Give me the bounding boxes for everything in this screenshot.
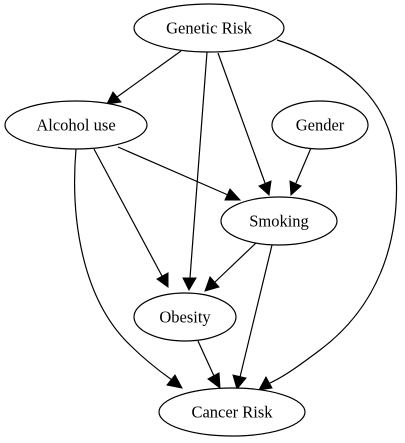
node-label-gender: Gender — [296, 116, 345, 135]
edge-obesity-to-cancer — [197, 340, 221, 390]
edge-genetic-to-cancer — [258, 39, 398, 391]
node-label-obesity: Obesity — [159, 308, 211, 327]
node-genetic-risk: Genetic Risk — [133, 3, 285, 53]
nodes-layer: Genetic Risk Alcohol use Gender Smoking … — [4, 3, 369, 437]
edge-genetic-to-alcohol — [106, 50, 182, 105]
edge-genetic-to-obesity — [182, 51, 208, 292]
edge-alcohol-to-cancer — [74, 148, 183, 389]
edge-alcohol-to-smoking — [117, 146, 242, 201]
edge-genetic-to-smoking — [217, 52, 272, 196]
node-cancer-risk: Cancer Risk — [158, 387, 306, 437]
node-obesity: Obesity — [133, 292, 237, 342]
node-alcohol-use: Alcohol use — [4, 100, 148, 150]
node-smoking: Smoking — [220, 196, 338, 246]
node-label-smoking: Smoking — [249, 212, 309, 231]
edge-alcohol-to-obesity — [93, 148, 169, 288]
node-label-cancer-risk: Cancer Risk — [191, 403, 273, 422]
edges-layer — [74, 39, 398, 391]
node-label-alcohol-use: Alcohol use — [36, 116, 115, 135]
edge-smoking-to-obesity — [204, 241, 258, 292]
node-label-genetic-risk: Genetic Risk — [166, 19, 252, 38]
node-gender: Gender — [271, 100, 369, 150]
edge-gender-to-smoking — [289, 147, 312, 197]
edge-smoking-to-cancer — [232, 244, 273, 391]
